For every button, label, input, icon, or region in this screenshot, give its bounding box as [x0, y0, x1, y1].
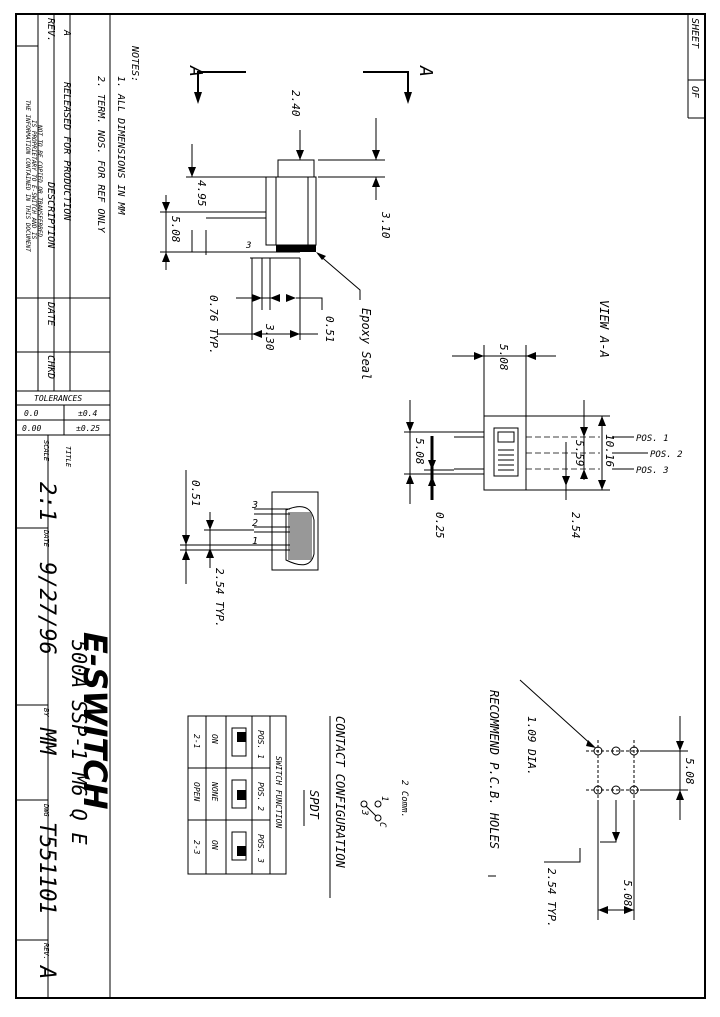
confidential-line-3: NOT TO BE COPIED OR TRANSFERRED [36, 124, 43, 237]
description-value: RELEASED FOR PRODUCTION [61, 82, 72, 221]
state2-pos-3: 2-3 [192, 840, 201, 855]
rev-header: REV. [45, 18, 56, 42]
dim-5-08-pcb-b: 5.08 [621, 880, 634, 907]
dim-2-40: 2.40 [289, 90, 302, 117]
note-1: 1. ALL DIMENSIONS IN MM [115, 76, 126, 215]
bottom-terminal-1: 1 [252, 536, 258, 547]
rev-value: A [61, 29, 72, 36]
state2-pos-2: OPEN [192, 782, 201, 801]
scale-value: 2:1 [34, 482, 59, 522]
dim-0-51-side: 0.51 [323, 316, 336, 343]
view-a-a-label: VIEW A-A [597, 300, 611, 358]
epoxy-seal [276, 245, 316, 252]
section-mark-right: A [415, 65, 436, 77]
of-label: OF [689, 86, 700, 99]
bottom-view-body [271, 491, 319, 571]
comm-label: 2 Comm. [399, 780, 409, 818]
terminal-label-3: 3 [245, 241, 251, 251]
hole-dia: 1.09 DIA. [525, 716, 538, 776]
tol-value-1: ±0.4 [78, 409, 97, 418]
confidential-line-2: IS PROPRIETARY TO E-SWITCH AND IS [30, 120, 37, 240]
state-pos-1: ON [210, 734, 219, 744]
pcb-holes: RECOMMEND P.C.B. HOLES 1.09 DIA. 5.08 [487, 679, 696, 928]
dim-4-95: 4.95 [195, 180, 208, 207]
state2-pos-1: 2-1 [192, 734, 201, 748]
dim-5-08-pins: 5.08 [413, 438, 426, 465]
contact-title: CONTACT CONFIGURATION [333, 716, 347, 868]
switch-function-table: SWITCH FUNCTION POS. 1 POS. 2 POS. 3 ON … [187, 715, 287, 875]
dim-3-10: 3.10 [379, 211, 392, 239]
rev-label: REV. [42, 943, 50, 960]
confidential-line-1: THE INFORMATION CONTAINED IN THIS DOCUME… [24, 100, 31, 252]
end-view-body [483, 415, 527, 491]
dim-3-30: 3.30 [263, 323, 276, 351]
tol-value-2: ±0.25 [76, 424, 100, 433]
by-label: BY [42, 708, 50, 717]
dim-2-54-pcb: 2.54 TYP. [545, 868, 558, 928]
dwg-value: T551101 [34, 822, 59, 915]
bottom-terminal-3: 3 [251, 500, 258, 511]
actuator [277, 159, 315, 178]
dim-2-54-end: 2.54 [569, 512, 582, 539]
dim-0-51-bottom: 0.51 [189, 480, 202, 507]
dim-0-76-typ: 0.76 TYP. [207, 295, 220, 355]
part-title: 500A SSP-1 M6 Q E [67, 640, 91, 845]
sheet-box: SHEET OF [687, 14, 705, 119]
eswitch-logo: E-SWITCH [76, 632, 114, 810]
bottom-view: 3 2 1 0.51 2.54 TYP. [180, 470, 319, 628]
pcb-title: RECOMMEND P.C.B. HOLES [487, 690, 501, 849]
by-value: MM [34, 727, 59, 755]
bottom-terminal-2: 2 [252, 518, 258, 529]
revision-table: REV. A DESCRIPTION RELEASED FOR PRODUCTI… [16, 14, 111, 392]
dwg-label: DWG [42, 803, 50, 817]
dim-0-25: 0.25 [433, 512, 446, 539]
title-block: TITLE SCALE 2:1 DATE 9/27/96 BY MM DWG T… [16, 435, 114, 998]
date-label: DATE [42, 529, 50, 548]
dim-10-16: 10.16 [603, 434, 616, 467]
tol-format-1: 0.0 [24, 409, 39, 418]
contact-type: SPDT [307, 790, 321, 820]
dim-2-54-typ: 2.54 TYP. [213, 568, 226, 628]
title-label: TITLE [64, 446, 72, 468]
rev-block-value: A [34, 964, 59, 979]
header-pos-2: POS. 2 [256, 782, 265, 811]
scale-label: SCALE [42, 440, 50, 462]
tol-format-2: 0.00 [22, 424, 41, 433]
state-pos-2: NONE [210, 781, 219, 801]
date-header: DATE [45, 301, 56, 326]
end-view: 5.08 5.08 0.25 2.54 5.59 [404, 344, 683, 539]
switch-function-title: SWITCH FUNCTION [274, 756, 283, 828]
c-label: C [377, 822, 387, 828]
pos-3-label: POS. 3 [636, 466, 669, 476]
sheet-label: SHEET [689, 18, 700, 49]
dim-5-59: 5.59 [573, 440, 586, 467]
section-view: A A 3 2.40 3.10 [160, 65, 611, 380]
notes-title: NOTES: [129, 45, 140, 82]
chkd-header: CHKD [45, 355, 56, 379]
header-pos-3: POS. 3 [256, 834, 265, 863]
pin-3-label: 3 [359, 809, 369, 815]
description-header: DESCRIPTION [45, 181, 56, 249]
state-pos-3: ON [210, 840, 219, 850]
note-2: 2. TERM. NOS. FOR REF ONLY [95, 76, 106, 234]
section-mark-left: A [185, 65, 206, 77]
sheet-border [15, 13, 706, 999]
epoxy-label: Epoxy Seal [359, 308, 373, 380]
dim-5-08-pcb-a: 5.08 [683, 758, 696, 785]
header-pos-1: POS. 1 [256, 730, 265, 759]
tolerances-table: TOLERANCES 0.0 ±0.4 0.00 ±0.25 [15, 390, 111, 436]
pin-1-label: 1 [379, 796, 389, 801]
contact-configuration: CONTACT CONFIGURATION SPDT 2 Comm. 1 3 C [303, 716, 409, 898]
tolerances-title: TOLERANCES [34, 394, 82, 403]
dim-5-08-side: 5.08 [169, 216, 182, 243]
dim-5-08-top: 5.08 [497, 344, 510, 371]
pos-2-label: POS. 2 [650, 450, 683, 460]
notes: NOTES: 1. ALL DIMENSIONS IN MM 2. TERM. … [95, 45, 140, 234]
date-value: 9/27/96 [34, 562, 59, 655]
pos-1-label: POS. 1 [636, 434, 669, 444]
